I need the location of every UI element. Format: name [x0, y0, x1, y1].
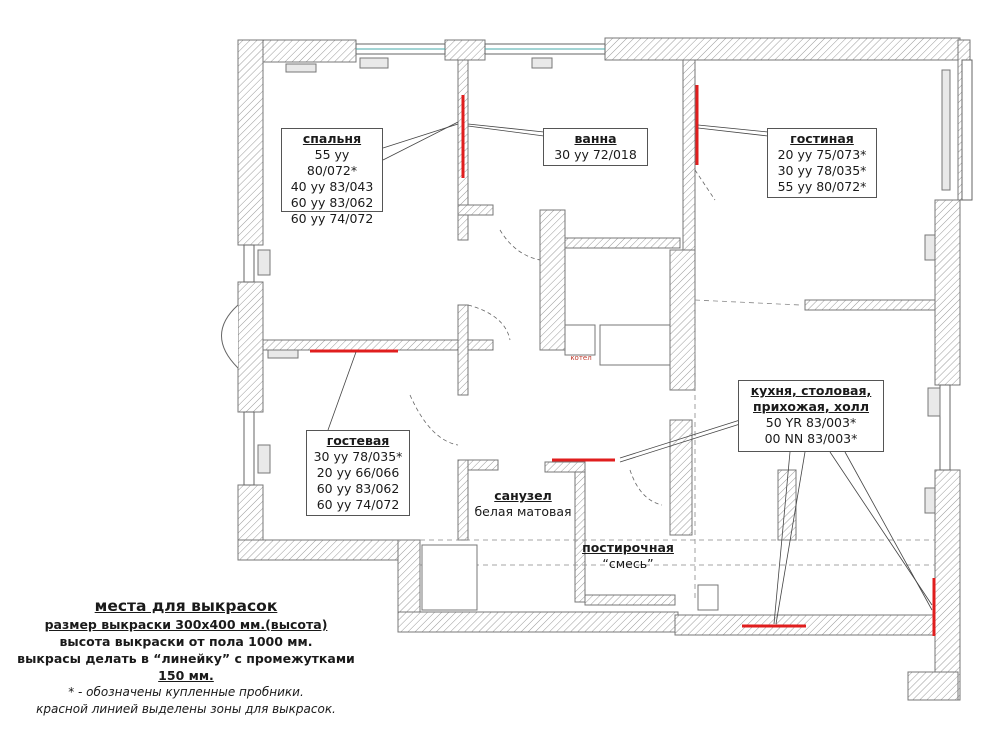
boiler-box	[564, 324, 596, 356]
wall-wc-top2	[544, 461, 586, 473]
dashed-openings	[420, 299, 935, 600]
windows	[243, 43, 973, 486]
guest-color-4: 60 уу 74/072	[316, 497, 400, 512]
leader-lines	[327, 121, 933, 625]
wall-bottom-right	[674, 614, 946, 636]
guest-color-3: 60 уу 83/062	[316, 481, 400, 496]
wall-bath-low	[457, 204, 494, 216]
wall-center-v	[457, 304, 469, 396]
radiators	[257, 57, 951, 514]
bath-title: ванна	[574, 131, 617, 146]
laundry-color-1: “смесь”	[602, 556, 654, 571]
radiator-kitchen	[927, 387, 941, 417]
boiler-label: котел	[570, 354, 592, 362]
exterior-walls	[237, 37, 971, 701]
radiator-living-low	[924, 234, 936, 261]
wall-right-foot	[907, 671, 959, 701]
kitchen-title-1: кухня, столовая,	[750, 383, 872, 398]
bedroom-title: спальня	[302, 131, 362, 146]
label-kitchen: кухня, столовая, прихожая, холл 50 YR 83…	[738, 380, 884, 452]
interior-walls	[262, 59, 936, 606]
living-color-3: 55 уу 80/072*	[777, 179, 867, 194]
notes-size: размер выкраски 300х400 мм.(высота)	[44, 617, 328, 632]
radiator-bed-left	[257, 249, 271, 276]
paint-zones	[310, 85, 936, 636]
kitchen-title-2: прихожая, холл	[753, 399, 869, 414]
notes-title: места для выкрасок	[94, 597, 278, 615]
living-color-2: 30 уу 78/035*	[777, 163, 867, 178]
notes-block: места для выкрасок размер выкраски 300х4…	[0, 596, 372, 718]
radiator-guest-left	[257, 444, 271, 474]
wall-left-mid	[237, 281, 264, 413]
window-right-kitchen	[939, 384, 951, 471]
wall-top-right	[604, 37, 961, 61]
wc-color-1: белая матовая	[474, 504, 572, 519]
fixtures	[421, 324, 719, 611]
living-title: гостиная	[790, 131, 854, 146]
radiator-bed-top	[285, 63, 317, 73]
laundry-title: постирочная	[582, 540, 674, 555]
wc-block	[421, 544, 478, 611]
notes-ruler: выкрасы делать в “линейку” с промежуткам…	[17, 651, 355, 666]
wall-wc-left	[457, 459, 469, 541]
bay-window	[221, 304, 239, 369]
wall-top-mid	[444, 39, 486, 61]
radiator-bath	[531, 57, 553, 69]
wall-right-col	[934, 199, 961, 386]
bath-color-1: 30 уу 72/018	[554, 147, 637, 162]
doors	[409, 169, 716, 506]
radiator-living	[941, 69, 951, 191]
notes-legend-2: красной линией выделены зоны для выкрасо…	[36, 702, 336, 716]
notes-height: высота выкраски от пола 1000 мм.	[59, 634, 313, 649]
wall-living-h	[804, 299, 936, 311]
label-living: гостиная 20 уу 75/073* 30 уу 78/035* 55 …	[767, 128, 877, 198]
wall-kitchen-v	[669, 419, 693, 536]
kitchen-color-2: 00 NN 83/003*	[764, 431, 858, 446]
label-laundry: постирочная “смесь”	[578, 540, 678, 572]
label-bath: ванна 30 уу 72/018	[543, 128, 648, 166]
wall-bath-right	[682, 59, 696, 256]
notes-gap: 150 мм.	[158, 668, 214, 683]
bedroom-color-1: 55 уу 80/072*	[306, 147, 358, 178]
label-bedroom: спальня 55 уу 80/072* 40 уу 83/043 60 уу…	[281, 128, 383, 226]
window-left-bed	[243, 244, 255, 283]
bedroom-color-4: 60 уу 74/072	[290, 211, 374, 226]
window-right-living	[961, 59, 973, 201]
kitchen-color-1: 50 YR 83/003*	[765, 415, 857, 430]
laundry-block	[697, 584, 719, 611]
label-guest: гостевая 30 уу 78/035* 20 уу 66/066 60 у…	[306, 430, 410, 516]
wall-bottom-left	[237, 539, 419, 561]
bedroom-color-2: 40 уу 83/043	[290, 179, 374, 194]
wall-left-upper	[237, 39, 264, 246]
guest-title: гостевая	[326, 433, 390, 448]
core-block	[599, 324, 671, 366]
living-color-1: 20 уу 75/073*	[777, 147, 867, 162]
guest-color-1: 30 уу 78/035*	[313, 449, 403, 464]
wall-core-v	[539, 209, 566, 351]
wc-title: санузел	[494, 488, 552, 503]
wall-bottom-long	[397, 611, 679, 633]
wall-laundry-bottom	[584, 594, 676, 606]
wall-wc-right	[574, 461, 586, 603]
label-wc: санузел белая матовая	[462, 488, 584, 520]
radiator-bed-top2	[359, 57, 389, 69]
radiator-guest-top	[267, 349, 299, 359]
bedroom-color-3: 60 уу 83/062	[290, 195, 374, 210]
wall-living-v	[669, 249, 696, 391]
notes-legend-1: * - обозначены купленные пробники.	[68, 685, 304, 699]
wall-core-h	[564, 237, 681, 249]
wall-wc-top	[467, 459, 499, 471]
wall-right-low	[934, 469, 961, 701]
guest-color-2: 20 уу 66/066	[316, 465, 400, 480]
window-left-guest	[243, 411, 255, 486]
radiator-kitchen-low	[924, 487, 936, 514]
